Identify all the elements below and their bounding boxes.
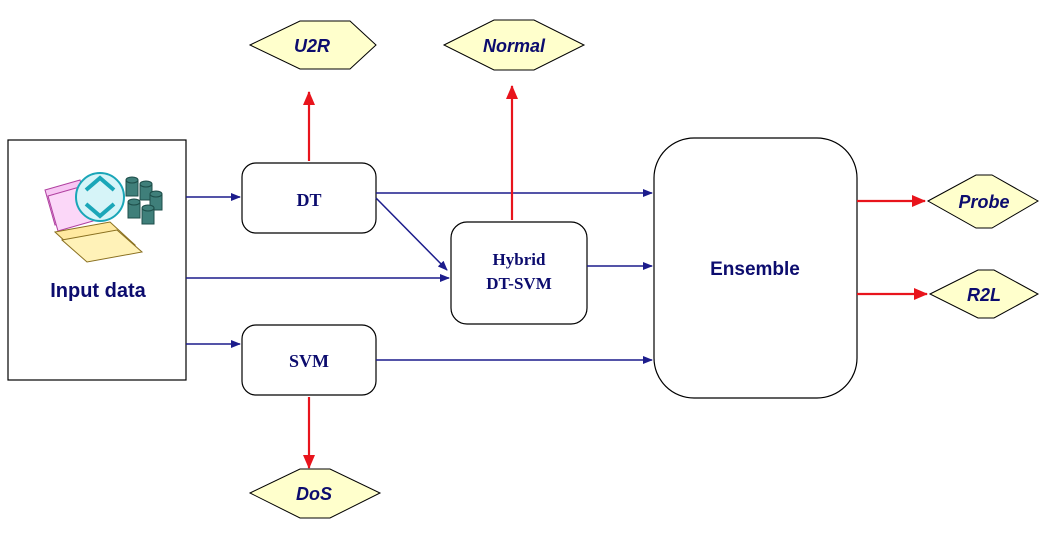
probe-label: Probe [958,192,1009,212]
input-data-box: Input data [7,139,187,381]
r2l-label: R2L [967,285,1001,305]
output-r2l: R2L [928,269,1040,319]
svm-label: SVM [289,351,329,371]
output-normal: Normal [442,19,586,71]
svm-node: SVM [241,324,377,396]
output-dos: DoS [248,468,382,519]
ensemble-node: Ensemble [653,137,858,399]
hybrid-dt-svm-node: Hybrid DT-SVM [450,221,588,325]
hybrid-label-line1: Hybrid [493,250,546,269]
dt-label: DT [296,190,321,210]
dt-node: DT [241,162,377,234]
arrow-dt-to-hybrid [375,197,448,271]
normal-label: Normal [483,36,546,56]
dos-label: DoS [296,484,332,504]
database-icon [125,176,163,225]
output-probe: Probe [926,174,1040,229]
ensemble-label: Ensemble [710,259,800,280]
hybrid-label-line2: DT-SVM [486,274,552,293]
input-data-label: Input data [50,280,146,302]
output-u2r: U2R [248,20,377,70]
u2r-label: U2R [294,36,330,56]
recycle-icon [75,172,125,222]
